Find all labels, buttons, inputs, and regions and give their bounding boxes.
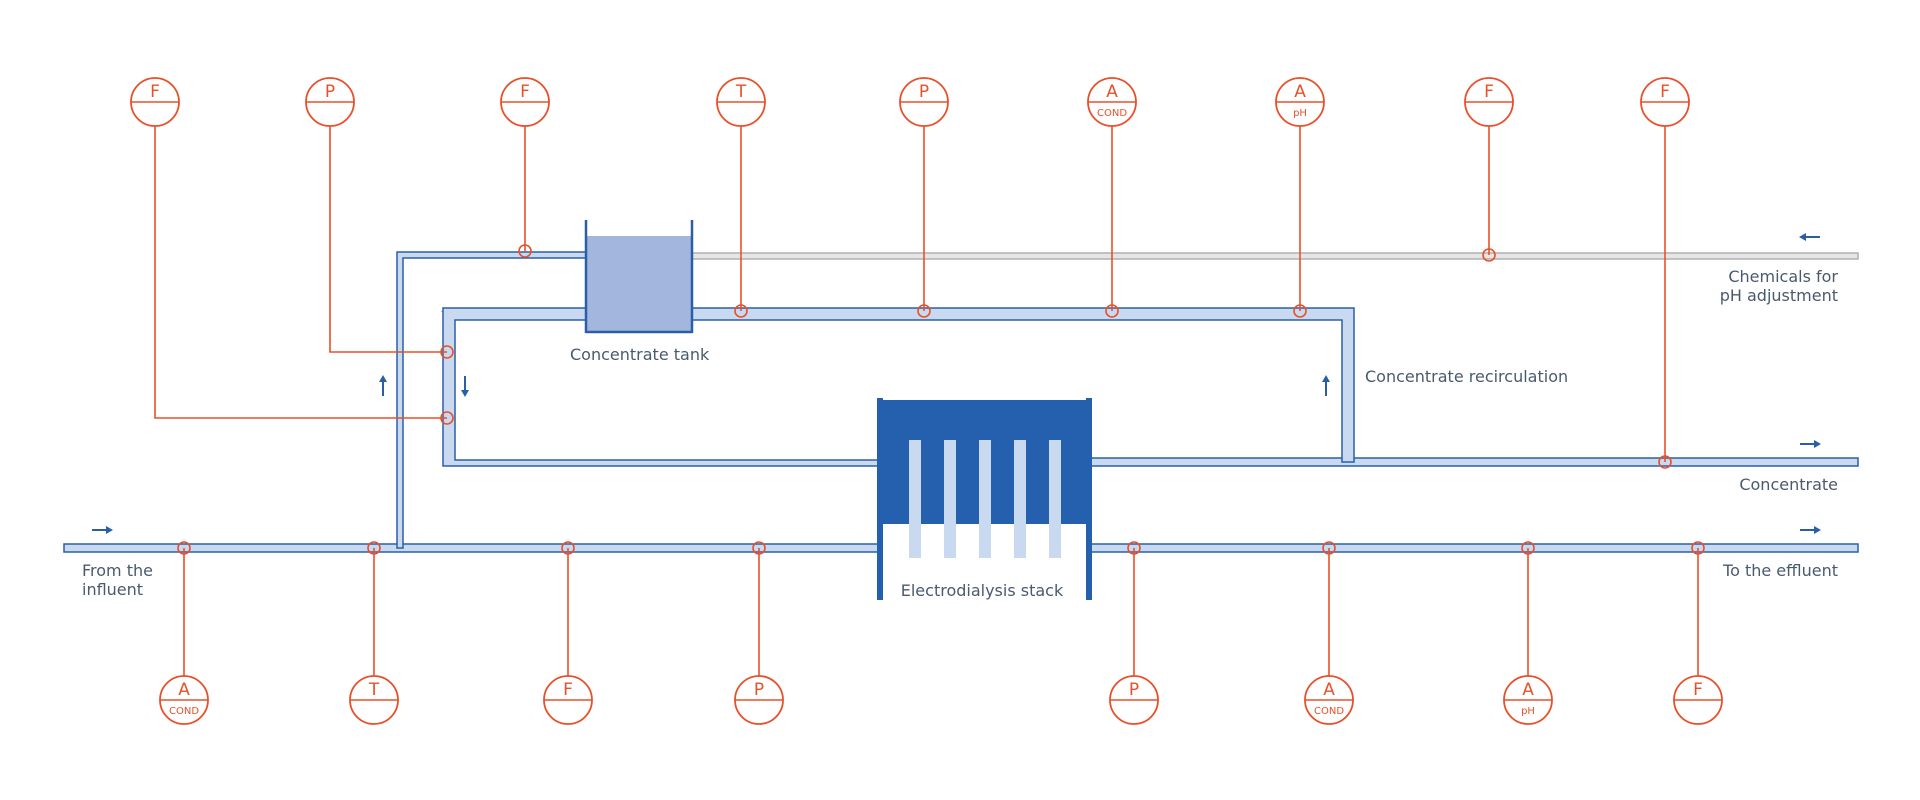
instrument-subtype: COND bbox=[1097, 108, 1127, 119]
arrow-chemicals-icon bbox=[1799, 233, 1820, 241]
influent-label-line1: From the bbox=[82, 561, 153, 580]
instrument-letter: P bbox=[754, 680, 764, 700]
instrument-letter: F bbox=[563, 680, 573, 700]
instrument-bubble: A pH bbox=[1503, 675, 1553, 725]
instrument-letter: P bbox=[1129, 680, 1139, 700]
instrument-bubble: A pH bbox=[1275, 77, 1325, 127]
instrument-letter: P bbox=[325, 82, 335, 102]
instrument-bubble: F bbox=[1640, 77, 1690, 127]
instrument-bubble: T bbox=[716, 77, 766, 127]
instrument-bubble: A COND bbox=[159, 675, 209, 725]
instrument-bubble: P bbox=[899, 77, 949, 127]
arrow-loop-down-icon bbox=[461, 376, 469, 397]
instrument-letter: F bbox=[150, 82, 160, 102]
concentrate-label: Concentrate bbox=[1739, 475, 1838, 494]
flow-arrows bbox=[92, 233, 1821, 534]
instrument-bubble: F bbox=[500, 77, 550, 127]
effluent-label: To the effluent bbox=[1722, 561, 1838, 580]
instrument-letter: A bbox=[1522, 680, 1534, 700]
instrument-leaders-top bbox=[154, 122, 1666, 462]
tap-points bbox=[177, 244, 1705, 555]
arrow-concentrate-icon bbox=[1800, 440, 1821, 448]
instruments-bottom: A COND T F P P A bbox=[159, 675, 1723, 725]
instrument-leaders-bottom bbox=[183, 548, 1699, 676]
arrow-influent-icon bbox=[92, 526, 113, 534]
tank-feed-pipe bbox=[396, 251, 588, 549]
instrument-letter: A bbox=[1106, 82, 1118, 102]
instrument-letter: T bbox=[368, 680, 380, 700]
instrument-bubble: P bbox=[1109, 675, 1159, 725]
concentrate-recirculation-label: Concentrate recirculation bbox=[1365, 367, 1568, 386]
influent-label-line2: influent bbox=[82, 580, 143, 599]
concentrate-tank bbox=[584, 220, 694, 334]
instrument-bubble: A COND bbox=[1304, 675, 1354, 725]
main-flow-pipe bbox=[63, 543, 1859, 553]
instrument-letter: F bbox=[1484, 82, 1494, 102]
instrument-subtype: pH bbox=[1521, 706, 1535, 717]
chemicals-pipe bbox=[689, 252, 1859, 260]
chemicals-label-line1: Chemicals for bbox=[1728, 267, 1838, 286]
instrument-bubble: P bbox=[734, 675, 784, 725]
instrument-bubble: F bbox=[1464, 77, 1514, 127]
instrument-subtype: COND bbox=[169, 706, 199, 717]
instrument-subtype: pH bbox=[1293, 108, 1307, 119]
stack-label: Electrodialysis stack bbox=[901, 581, 1064, 600]
instrument-subtype: COND bbox=[1314, 706, 1344, 717]
arrow-effluent-icon bbox=[1800, 526, 1821, 534]
instrument-bubble: T bbox=[349, 675, 399, 725]
labels: Concentrate tank Concentrate recirculati… bbox=[82, 267, 1838, 600]
concentrate-outlet-pipe bbox=[1089, 457, 1859, 467]
chemicals-label-line2: pH adjustment bbox=[1720, 286, 1838, 305]
arrow-recirc-up-icon bbox=[1322, 375, 1330, 396]
concentrate-tank-label: Concentrate tank bbox=[570, 345, 710, 364]
instrument-letter: A bbox=[1323, 680, 1335, 700]
instrument-letter: F bbox=[520, 82, 530, 102]
instrument-bubble: F bbox=[1673, 675, 1723, 725]
instrument-bubble: P bbox=[305, 77, 355, 127]
instrument-letter: T bbox=[735, 82, 747, 102]
arrow-riser-up-icon bbox=[379, 375, 387, 396]
instrument-letter: A bbox=[178, 680, 190, 700]
instruments-top: F P F T P A bbox=[130, 77, 1690, 127]
instrument-bubble: A COND bbox=[1087, 77, 1137, 127]
instrument-bubble: F bbox=[130, 77, 180, 127]
instrument-letter: P bbox=[919, 82, 929, 102]
instrument-letter: F bbox=[1660, 82, 1670, 102]
instrument-bubble: F bbox=[543, 675, 593, 725]
electrodialysis-stack bbox=[877, 398, 1092, 600]
instrument-letter: A bbox=[1294, 82, 1306, 102]
instrument-letter: F bbox=[1693, 680, 1703, 700]
concentrate-loop-pipe bbox=[441, 307, 1355, 467]
